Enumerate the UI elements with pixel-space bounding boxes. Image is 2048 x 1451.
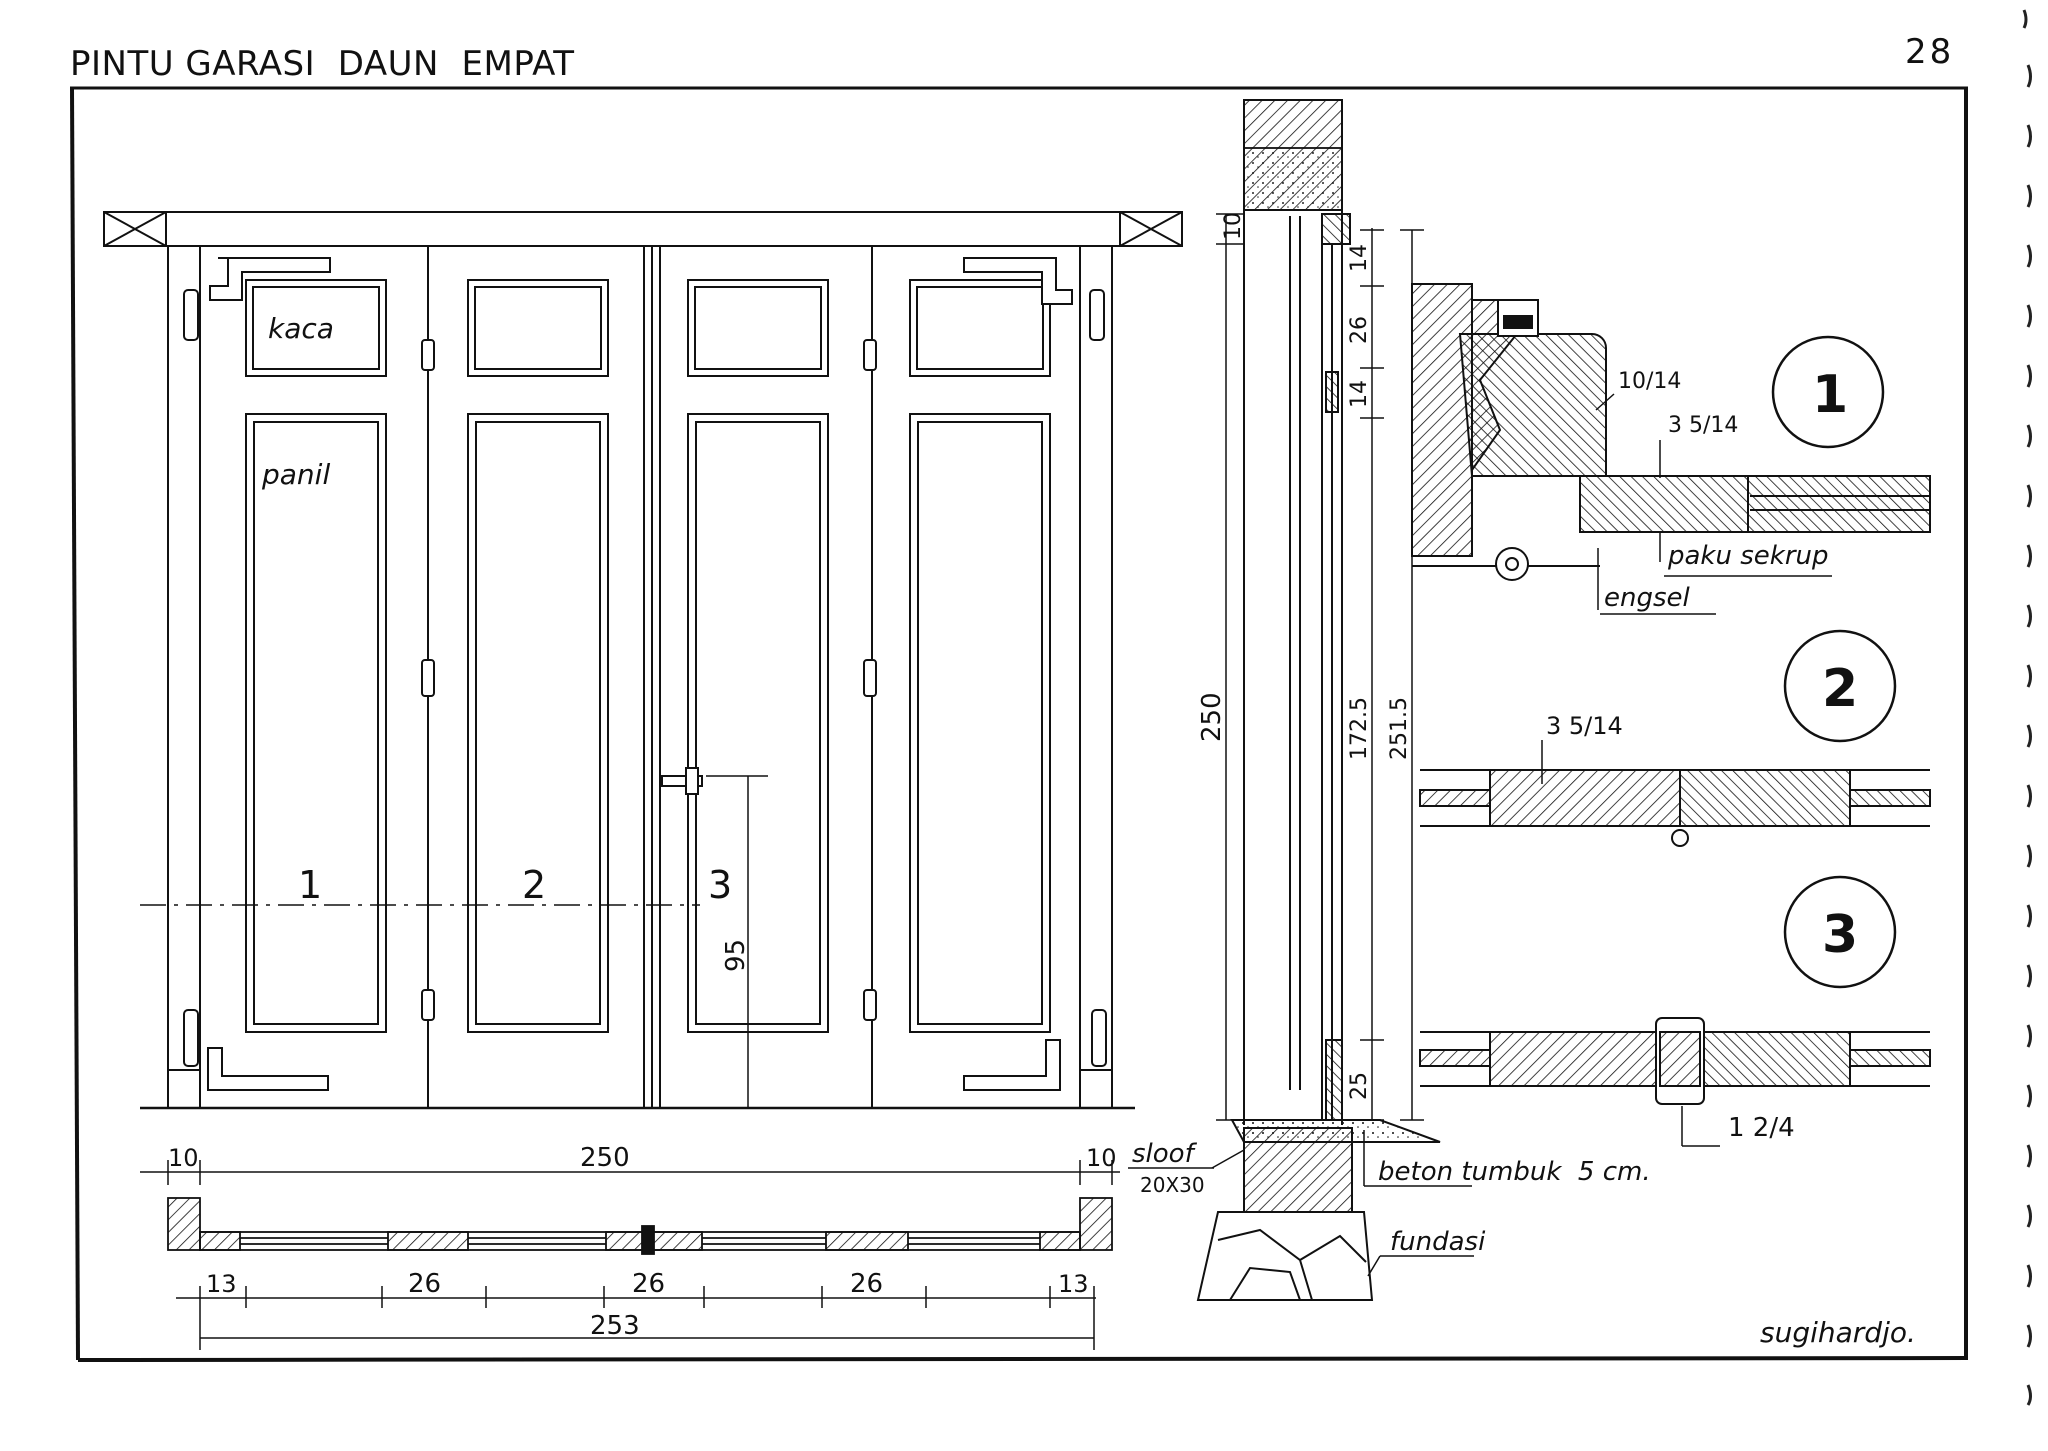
plan-seg-26b-label: 26 xyxy=(632,1269,665,1299)
detail-1-number: 1 xyxy=(1812,365,1848,425)
foundation-label: fundasi xyxy=(1390,1227,1486,1257)
plan-total-label: 253 xyxy=(590,1311,640,1341)
vertical-section xyxy=(1196,99,1441,1301)
sheet-title: PINTU GARASI DAUN EMPAT xyxy=(70,44,575,84)
plan-seg-13a-label: 13 xyxy=(206,1270,237,1298)
handle-height-dimension xyxy=(706,775,768,1109)
plan-top-dimension-line xyxy=(140,1160,1120,1185)
detail-1-marker xyxy=(1771,335,1885,449)
panel-label: panil xyxy=(261,458,330,491)
plan-section xyxy=(167,1197,1113,1255)
page-number: 28 xyxy=(1905,32,1954,72)
sloof-size-label: 20X30 xyxy=(1140,1173,1205,1197)
plan-seg-26a-label: 26 xyxy=(408,1269,441,1299)
binding-marks xyxy=(2022,9,2032,1406)
section-mark-1: 1 xyxy=(298,863,322,907)
plan-bottom-dimension-lines xyxy=(176,1286,1096,1350)
plan-seg-26c-label: 26 xyxy=(850,1269,883,1299)
detail-3-number: 3 xyxy=(1822,905,1858,965)
sec-height-label: 250 xyxy=(1197,692,1227,742)
detail-3 xyxy=(1419,1017,1931,1105)
sec-251-label: 251.5 xyxy=(1387,697,1412,760)
strap-hinges xyxy=(183,257,1107,1091)
detail-2-number: 2 xyxy=(1822,659,1858,719)
detail-3-marker xyxy=(1783,875,1897,989)
sec-172-label: 172.5 xyxy=(1347,697,1372,760)
door-elevation xyxy=(103,211,1183,1110)
detail-2-marker xyxy=(1783,629,1897,743)
frame-border xyxy=(70,86,1969,1362)
hinge-label: engsel xyxy=(1604,583,1691,613)
detail3-a-label: 1 2/4 xyxy=(1728,1113,1795,1143)
section-mark-3: 3 xyxy=(708,863,732,907)
glass-label: kaca xyxy=(268,312,334,345)
sec-14a-label: 14 xyxy=(1347,244,1372,272)
sec-26-label: 26 xyxy=(1347,316,1372,344)
section-mark-2: 2 xyxy=(522,863,546,907)
handle-height-label: 95 xyxy=(721,939,751,972)
detail-2 xyxy=(1419,769,1931,847)
plan-span-label: 250 xyxy=(580,1143,630,1173)
sloof-label: sloof xyxy=(1132,1139,1198,1169)
plan-seg-13b-label: 13 xyxy=(1058,1270,1089,1298)
screw-label: paku sekrup xyxy=(1667,541,1829,571)
sec-14b-label: 14 xyxy=(1347,380,1372,408)
signature-label: sugihardjo. xyxy=(1760,1316,1916,1349)
detail2-a-label: 3 5/14 xyxy=(1546,712,1623,740)
sec-top-10-label: 10 xyxy=(1221,212,1246,240)
section-vertical-dimensions xyxy=(1216,213,1424,1121)
detail1-b-label: 3 5/14 xyxy=(1668,413,1738,438)
door-handle-icon xyxy=(661,767,703,795)
detail-1 xyxy=(1411,283,1931,581)
plan-side-right-label: 10 xyxy=(1086,1144,1117,1172)
sec-25-label: 25 xyxy=(1347,1072,1372,1100)
plan-side-left-label: 10 xyxy=(168,1144,199,1172)
detail1-a-label: 10/14 xyxy=(1618,369,1681,394)
concrete-label: beton tumbuk 5 cm. xyxy=(1378,1157,1651,1187)
